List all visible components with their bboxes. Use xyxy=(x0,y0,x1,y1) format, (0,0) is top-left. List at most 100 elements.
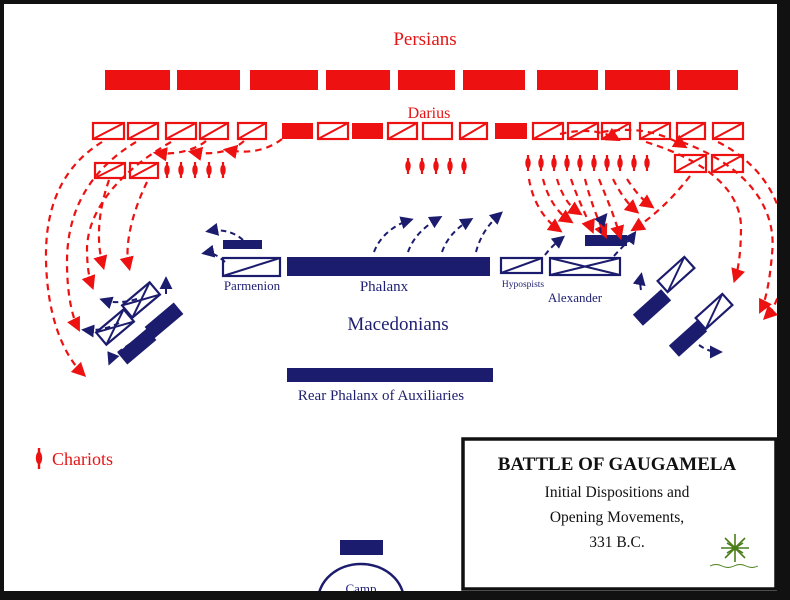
left-flank-cavalry-box xyxy=(120,280,162,320)
persian-movement-arrow xyxy=(597,178,625,241)
persian-infantry-symbol xyxy=(644,155,650,171)
persian-movement-arrow xyxy=(93,179,111,271)
parmenion-cavalry-box xyxy=(221,256,282,278)
persian-front-bar xyxy=(105,70,170,90)
macedonian-movement-arrow xyxy=(205,222,244,241)
persian-front-bar xyxy=(677,70,738,90)
persian-front-bar xyxy=(398,70,455,90)
persian-infantry-symbol xyxy=(220,162,226,178)
alexander-label: Alexander xyxy=(548,290,603,305)
persian-infantry-symbol xyxy=(178,162,184,178)
persian-movement-arrow xyxy=(612,178,640,214)
infantry-symbols-layer xyxy=(164,155,650,178)
persian-front-bar xyxy=(463,70,525,90)
persian-infantry-symbol xyxy=(564,155,570,171)
macedonian-movement-arrow xyxy=(544,235,566,256)
right-flank-cavalry-box xyxy=(656,255,696,294)
battle-title: BATTLE OF GAUGAMELA xyxy=(498,454,737,475)
persian-cavalry-box xyxy=(710,153,745,174)
persian-infantry-symbol xyxy=(525,155,531,171)
persian-guard-bar xyxy=(495,123,527,139)
macedonian-movement-arrow xyxy=(107,343,131,366)
left-flank-cavalry-box xyxy=(94,307,136,347)
persian-infantry-symbol xyxy=(551,155,557,171)
macedonian-movement-arrow xyxy=(441,217,474,253)
hypospists-label: Hypospists xyxy=(502,280,545,290)
persian-cavalry-box xyxy=(91,121,126,141)
persian-cavalry-box xyxy=(673,153,708,174)
right-flank-cavalry-box xyxy=(694,292,734,331)
macedonian-movement-arrow xyxy=(407,216,443,253)
persian-movement-arrow xyxy=(569,178,595,234)
formation-units-layer xyxy=(91,70,745,555)
rear-phalanx-bar xyxy=(287,368,493,382)
battle-subtitle-line3: Opening Movements, xyxy=(550,509,684,526)
persian-movement-arrow xyxy=(527,178,563,233)
macedonian-movement-arrow xyxy=(99,296,138,310)
macedonian-movement-arrow xyxy=(201,244,226,263)
persian-cavalry-box xyxy=(458,121,489,141)
cartographer-logo-starburst-icon xyxy=(709,534,759,568)
persian-cavalry-box xyxy=(198,121,230,141)
right-flank-infantry-bar xyxy=(632,289,672,326)
persian-guard-bar xyxy=(352,123,383,139)
camp-guard-bar xyxy=(340,540,383,555)
macedonian-movement-arrow xyxy=(613,230,637,257)
phalanx-bar xyxy=(287,257,490,276)
persian-movement-arrow xyxy=(645,140,745,284)
persian-movement-arrow xyxy=(152,140,207,162)
persian-front-bar xyxy=(537,70,598,90)
persian-movement-arrow xyxy=(681,140,774,314)
persian-front-bar xyxy=(605,70,670,90)
persian-infantry-symbol xyxy=(206,162,212,178)
darius-label: Darius xyxy=(408,105,451,122)
persian-movement-arrow xyxy=(541,178,574,224)
left-flank-infantry-bar xyxy=(144,302,184,339)
movement-arrows-layer xyxy=(44,127,787,378)
right-flank-infantry-bar xyxy=(668,320,708,357)
battle-date: 331 B.C. xyxy=(589,534,645,551)
persian-movement-arrow xyxy=(583,178,608,239)
persian-infantry-symbol xyxy=(405,158,411,174)
persian-infantry-symbol xyxy=(433,158,439,174)
persians-label: Persians xyxy=(393,29,456,50)
persian-infantry-symbol xyxy=(538,155,544,171)
persian-movement-arrow xyxy=(630,175,691,232)
chariots-legend-label: Chariots xyxy=(52,449,113,469)
macedonian-movement-arrow xyxy=(594,212,608,234)
persian-movement-arrow xyxy=(555,178,583,216)
rear-phalanx-label: Rear Phalanx of Auxiliaries xyxy=(298,388,464,404)
chariot-symbol xyxy=(35,448,43,469)
macedonians-label: Macedonians xyxy=(347,314,448,335)
left-flank-infantry-bar xyxy=(117,328,157,365)
persian-infantry-symbol xyxy=(591,155,597,171)
persian-movement-arrow xyxy=(559,127,621,142)
title-box: BATTLE OF GAUGAMELA Initial Dispositions… xyxy=(461,437,778,591)
camp-ellipse xyxy=(316,562,406,600)
persian-infantry-symbol xyxy=(164,162,170,178)
persian-cavalry-box xyxy=(711,121,745,141)
persian-cavalry-box xyxy=(164,121,198,141)
persian-front-bar xyxy=(326,70,390,90)
persian-infantry-symbol xyxy=(577,155,583,171)
macedonian-advanced-bar xyxy=(585,235,627,246)
macedonian-movement-arrow xyxy=(475,211,503,253)
persian-front-bar xyxy=(250,70,318,90)
persian-guard-bar xyxy=(282,123,313,139)
persian-infantry-symbol xyxy=(604,155,610,171)
persian-movement-arrow xyxy=(119,181,148,272)
persian-infantry-symbol xyxy=(419,158,425,174)
battle-subtitle-line2: Initial Dispositions and xyxy=(545,484,690,501)
hypaspists-box xyxy=(499,256,544,275)
persian-cavalry-box xyxy=(316,121,350,141)
persian-infantry-symbol xyxy=(447,158,453,174)
persian-infantry-symbol xyxy=(461,158,467,174)
macedonian-movement-arrow xyxy=(632,272,646,291)
persian-movement-arrow xyxy=(222,138,283,159)
macedonian-advanced-bar xyxy=(223,240,262,249)
persian-infantry-symbol xyxy=(631,155,637,171)
persian-cavalry-box xyxy=(236,121,268,141)
